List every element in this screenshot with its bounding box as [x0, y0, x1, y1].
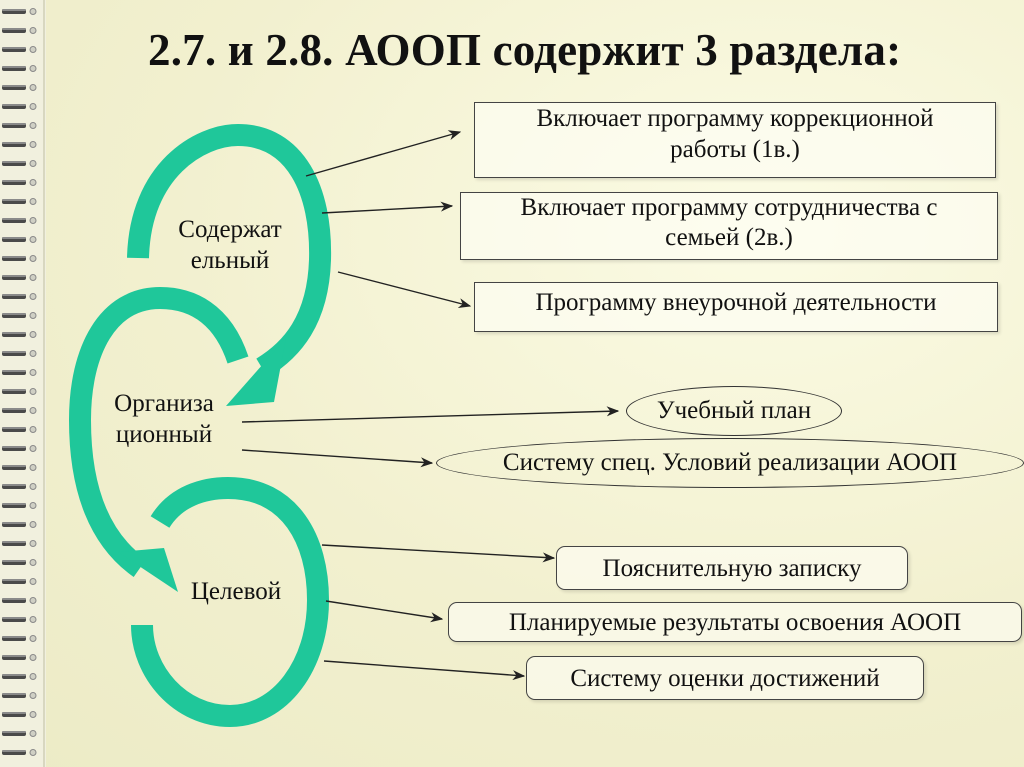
spiral-binding	[0, 0, 46, 767]
box-special-conditions: Систему спец. Условий реализации АООП	[436, 438, 1024, 488]
box-explanatory-note: Пояснительную записку	[556, 546, 908, 590]
arc-target	[131, 476, 330, 728]
box-extracurricular: Программу внеурочной деятельности	[474, 282, 998, 332]
box-assessment-system: Систему оценки достижений	[526, 656, 924, 700]
cycle-arrowheads	[118, 338, 286, 592]
arrow-to-box-2	[321, 201, 454, 214]
box-planned-results: Планируемые результаты освоения АООП	[448, 602, 1022, 642]
box-family-program-line1: Включает программу сотрудничества с	[520, 194, 938, 221]
section-label-content-line2: ельный	[190, 247, 270, 274]
cycle-arcs	[68, 123, 332, 728]
section-label-organizational: Организа ционный	[84, 388, 244, 450]
page-title: 2.7. и 2.8. АООП содержит 3 раздела:	[148, 25, 902, 75]
box-curriculum: Учебный план	[626, 386, 842, 436]
arrowhead-content	[226, 338, 286, 406]
connector-arrows	[241, 130, 620, 681]
box-family-program: Включает программу сотрудничества с семь…	[460, 192, 998, 260]
section-label-content-line1: Содержат	[178, 216, 282, 243]
section-label-organizational-line2: ционный	[115, 421, 213, 448]
arrow-to-box-1	[305, 130, 462, 177]
arc-organizational	[68, 286, 249, 578]
box-correctional-program-line1: Включает программу коррекционной	[536, 105, 934, 132]
section-label-organizational-line1: Организа	[114, 390, 214, 417]
arrow-to-box-6	[321, 544, 556, 563]
section-label-target: Целевой	[190, 578, 282, 605]
box-correctional-program: Включает программу коррекционной работы …	[474, 102, 996, 178]
arc-content	[127, 123, 332, 378]
section-label-content: Содержат ельный	[150, 214, 310, 276]
arrow-to-box-4	[241, 406, 620, 423]
arrow-to-box-5	[241, 449, 434, 468]
arrow-to-box-8	[323, 660, 526, 681]
box-correctional-program-line2: работы (1в.)	[670, 136, 800, 163]
arrow-to-box-7	[325, 600, 444, 623]
box-family-program-line2: семьей (2в.)	[665, 224, 793, 251]
arrow-to-box-3	[337, 271, 472, 309]
arrowhead-organizational	[118, 548, 178, 592]
